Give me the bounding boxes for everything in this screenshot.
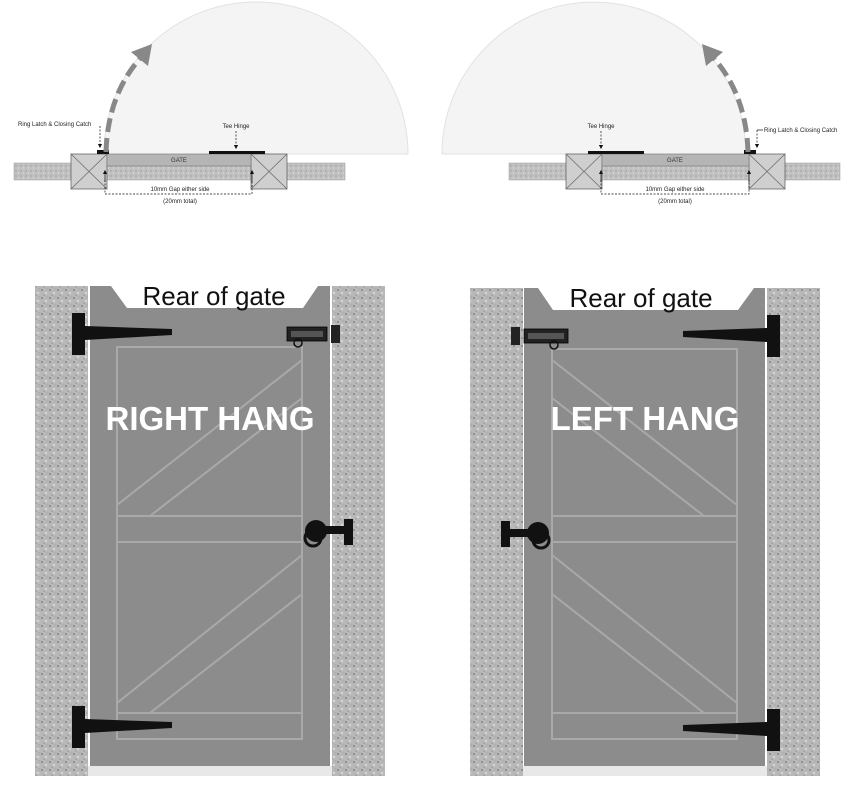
gate-plan	[106, 153, 252, 167]
post-left	[565, 153, 603, 190]
ground-gap	[88, 766, 332, 776]
brace	[149, 593, 303, 714]
stone-post-right	[767, 288, 820, 776]
brace	[116, 554, 303, 704]
tee-hinge-bottom	[72, 706, 172, 748]
hang-label: LEFT HANG	[551, 400, 740, 437]
swing-arc	[103, 1, 409, 155]
brace	[551, 554, 738, 704]
hinge-label: Tee Hinge	[222, 124, 250, 130]
rear-of-gate-label: Rear of gate	[569, 283, 712, 313]
gate-elevation-right-hang: Rear of gate RIGHT HANG	[35, 281, 385, 776]
ring-latch	[501, 521, 551, 550]
rear-of-gate-label: Rear of gate	[142, 281, 285, 311]
brace	[551, 397, 705, 517]
gate-panel	[524, 288, 765, 769]
plan-view-right: GATE Ring Latch & Closing Catch Tee Hing…	[441, 1, 841, 205]
gap-bracket	[600, 180, 750, 195]
post-right	[250, 153, 288, 190]
latch-plan	[97, 150, 109, 154]
swing-arrowhead	[702, 44, 723, 66]
tee-hinge-plan	[588, 151, 644, 154]
mid-rail	[116, 515, 303, 543]
gate-bolt	[511, 327, 569, 350]
gap-total-label: (20mm total)	[163, 199, 197, 205]
swing-arrowhead	[131, 44, 152, 66]
tee-hinge-bottom	[683, 709, 780, 751]
gap-bracket	[104, 180, 253, 195]
swing-arrow	[706, 50, 751, 153]
ring-latch	[303, 519, 353, 548]
hang-label: RIGHT HANG	[106, 400, 315, 437]
mid-rail	[551, 515, 738, 543]
latch-label: Ring Latch & Closing Catch	[764, 128, 837, 134]
tee-hinge-top	[72, 313, 172, 355]
brace	[551, 359, 738, 506]
gate-plan	[601, 153, 750, 167]
stone-post-left	[35, 286, 88, 776]
tee-hinge-top	[683, 315, 780, 357]
gap-total-label: (20mm total)	[658, 199, 692, 205]
post-left	[70, 153, 108, 190]
gap-label: 10mm Gap either side	[645, 187, 705, 193]
latch-label: Ring Latch & Closing Catch	[18, 122, 91, 128]
plan-view-left: GATE Ring Latch & Closing Catch Tee Hing…	[13, 1, 409, 205]
gate-bolt	[286, 325, 340, 348]
brace	[551, 593, 705, 714]
brace	[149, 397, 303, 517]
swing-arc	[441, 1, 747, 155]
hinge-label: Tee Hinge	[587, 124, 615, 130]
gate-panel	[90, 286, 330, 769]
brace	[116, 359, 303, 506]
gate-label: GATE	[171, 158, 187, 164]
ground-gap	[523, 766, 767, 776]
gate-label: GATE	[667, 158, 683, 164]
latch-plan	[744, 150, 756, 154]
tee-hinge-plan	[209, 151, 265, 154]
post-right	[748, 153, 786, 190]
gate-elevation-left-hang: Rear of gate LEFT HANG	[470, 283, 820, 776]
swing-arrow	[103, 50, 148, 153]
gap-label: 10mm Gap either side	[150, 187, 210, 193]
